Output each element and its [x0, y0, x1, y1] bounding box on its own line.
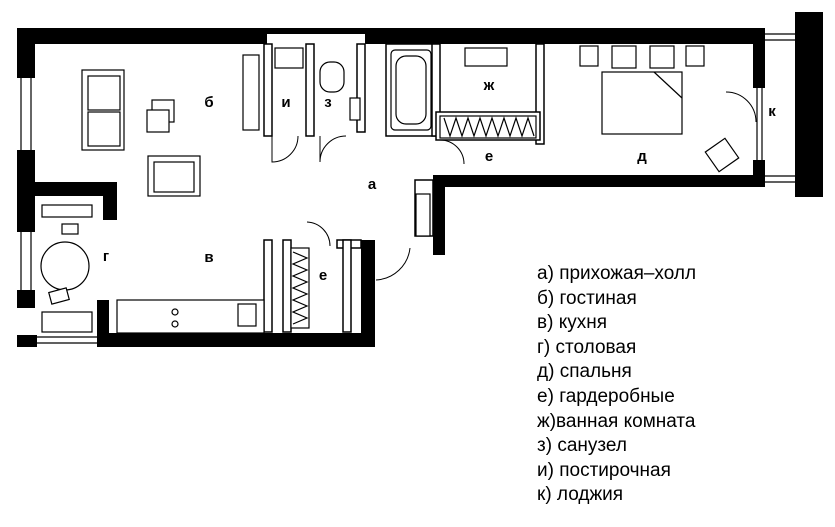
outer-walls	[17, 12, 823, 347]
legend-item: а) прихожая–холл	[537, 263, 697, 284]
legend-item: к) лоджия	[537, 484, 624, 506]
room-label-zh: ж	[483, 77, 495, 94]
legend: а) прихожая–холл б) гостиная в) кухня г)…	[537, 262, 696, 508]
room-label-i: и	[281, 94, 290, 111]
bed	[601, 71, 683, 135]
legend-item: ж)ванная комната	[537, 410, 696, 432]
legend-item: д) спальня	[537, 361, 632, 383]
furniture	[40, 45, 740, 334]
legend-item: г) столовая	[537, 336, 637, 358]
windows	[20, 33, 795, 344]
bedroom-chair	[704, 137, 740, 173]
legend-item: и) постирочная	[537, 459, 671, 481]
legend-item: б) гостиная	[537, 287, 637, 309]
room-label-a: а	[368, 176, 377, 193]
room-label-e-hall: е	[485, 148, 493, 165]
legend-item: з) санузел	[537, 435, 627, 457]
legend-item: е) гардеробные	[537, 385, 675, 407]
legend-item: в) кухня	[537, 312, 608, 334]
room-label-k: к	[768, 103, 776, 120]
room-label-g: г	[103, 248, 109, 265]
door-swings	[271, 91, 757, 281]
sink	[464, 47, 508, 67]
dining-table	[40, 241, 90, 291]
tv-unit	[242, 54, 260, 131]
toilet	[319, 61, 345, 93]
room-label-b: б	[204, 94, 213, 111]
room-label-z: з	[324, 94, 331, 111]
room-label-v: в	[204, 249, 213, 266]
washer	[274, 47, 304, 69]
wardrobe	[439, 115, 537, 139]
room-label-d: д	[637, 148, 647, 165]
room-label-e-lower: е	[319, 267, 327, 284]
room-labels: а б в г д е е ж з и к	[103, 77, 776, 284]
